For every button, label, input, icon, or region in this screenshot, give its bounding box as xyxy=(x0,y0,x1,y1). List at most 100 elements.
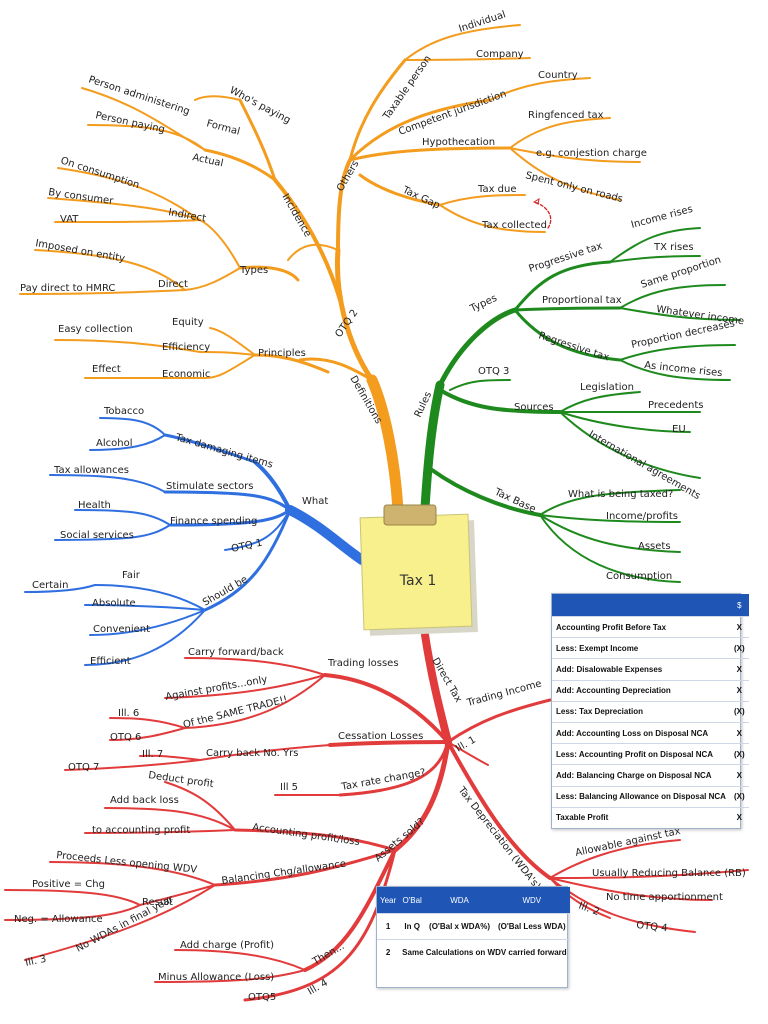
label-tx-rises: TX rises xyxy=(653,242,694,253)
label-ringfenced-tax: Ringfenced tax xyxy=(528,110,604,121)
connector xyxy=(203,148,277,182)
label-alcohol: Alcohol xyxy=(96,438,132,449)
label-equity: Equity xyxy=(172,317,204,328)
label-carry-forward: Carry forward/back xyxy=(188,647,284,658)
trunk-rules xyxy=(420,380,445,513)
label-income-profits: Income/profits xyxy=(606,511,678,522)
connector xyxy=(549,839,681,879)
table-row: Less: Exempt Income(X) xyxy=(552,637,749,659)
trunk-others xyxy=(366,374,404,516)
label-whos-paying: Who's paying xyxy=(228,85,293,126)
connector xyxy=(163,433,257,464)
label-ill6: Ill. 6 xyxy=(118,708,139,719)
connector xyxy=(209,327,256,356)
label-ill5: Ill 5 xyxy=(280,782,298,793)
connector xyxy=(559,411,701,479)
label-stimulate-sectors: Stimulate sectors xyxy=(166,481,254,492)
label-others: Others xyxy=(335,159,361,194)
connector xyxy=(549,869,749,879)
connector xyxy=(89,609,206,636)
branch-rules xyxy=(430,227,741,583)
connector xyxy=(109,727,186,741)
label-fair: Fair xyxy=(122,570,141,581)
connector xyxy=(619,307,741,321)
table-header-row: $ xyxy=(552,594,749,617)
connector xyxy=(164,674,326,699)
row-value: X xyxy=(729,764,749,786)
label-health: Health xyxy=(78,500,111,511)
connector xyxy=(619,344,736,361)
cell-obal: In Q xyxy=(399,913,426,940)
connector xyxy=(174,949,306,971)
table-row: Less: Accounting Profit on Disposal NCA(… xyxy=(552,743,749,765)
connector xyxy=(253,353,330,374)
label-taxable-person: Taxable person xyxy=(381,54,434,123)
connector xyxy=(348,58,407,162)
header-wda: WDA xyxy=(425,887,494,914)
connector xyxy=(549,877,713,901)
connector xyxy=(358,173,442,207)
label-eu: EU xyxy=(672,424,686,435)
connector xyxy=(549,877,696,933)
connector xyxy=(233,828,397,852)
label-precedents: Precedents xyxy=(648,400,704,411)
wda-table: Year O'Bal WDA WDV 1 In Q (O'Bal x WDA%)… xyxy=(376,886,570,988)
connector xyxy=(447,741,489,766)
connector xyxy=(154,969,306,983)
connector xyxy=(84,609,206,666)
label-add-back-loss: Add back loss xyxy=(110,795,179,806)
label-country: Country xyxy=(538,70,578,81)
connector xyxy=(238,98,277,182)
connector xyxy=(513,306,622,312)
row-value: X xyxy=(729,806,749,828)
label-accounting-profit-loss: Accounting profit/loss xyxy=(252,822,361,848)
connector xyxy=(199,744,331,761)
header-year: Year xyxy=(377,887,400,914)
label-by-consumer: By consumer xyxy=(48,187,115,207)
connector xyxy=(47,197,201,221)
label-absolute: Absolute xyxy=(92,598,136,609)
row-value: (X) xyxy=(729,743,749,765)
center-label: Tax 1 xyxy=(399,573,436,589)
connector xyxy=(439,204,546,233)
label-tax-allowances: Tax allowances xyxy=(53,465,129,476)
connector xyxy=(392,739,451,853)
connector xyxy=(404,24,521,61)
connector xyxy=(184,657,326,676)
row-value: X xyxy=(729,658,749,681)
label-ill4: Ill. 4 xyxy=(306,977,330,997)
connector xyxy=(74,509,171,526)
arrow-head xyxy=(532,197,540,205)
label-social-services: Social services xyxy=(60,530,134,541)
cell-note: Same Calculations on WDV carried forward xyxy=(399,939,570,965)
connector xyxy=(298,357,374,382)
connector xyxy=(303,848,397,972)
connector xyxy=(509,147,641,163)
connector xyxy=(87,124,206,151)
cell-wdv: (O'Bal Less WDA) xyxy=(493,913,570,940)
label-finance-spending: Finance spending xyxy=(170,516,257,527)
connector xyxy=(57,167,201,221)
cell-wda: (O'Bal x WDA%) xyxy=(425,913,494,940)
connector xyxy=(84,829,236,834)
label-otq5: OTQ5 xyxy=(248,992,276,1003)
label-effect: Effect xyxy=(92,364,121,375)
branch-others xyxy=(19,24,641,383)
connector xyxy=(404,57,531,61)
label-economic: Economic xyxy=(162,369,210,380)
row-label: Add: Balancing Charge on Disposal NCA xyxy=(552,764,730,786)
connector xyxy=(64,759,201,771)
connector xyxy=(4,889,141,906)
connector xyxy=(619,359,731,381)
connector xyxy=(609,255,701,263)
label-result: Result xyxy=(142,897,173,908)
label-positive-chg: Positive = Chg xyxy=(32,879,105,890)
row-label: Less: Accounting Profit on Disposal NCA xyxy=(552,743,730,765)
label-no-time-apportionment: No time apportionment xyxy=(606,892,723,903)
table-header-blank xyxy=(552,594,730,617)
cell-year: 2 xyxy=(377,939,400,965)
label-tax-damaging-items: Tax damaging items xyxy=(173,432,274,471)
